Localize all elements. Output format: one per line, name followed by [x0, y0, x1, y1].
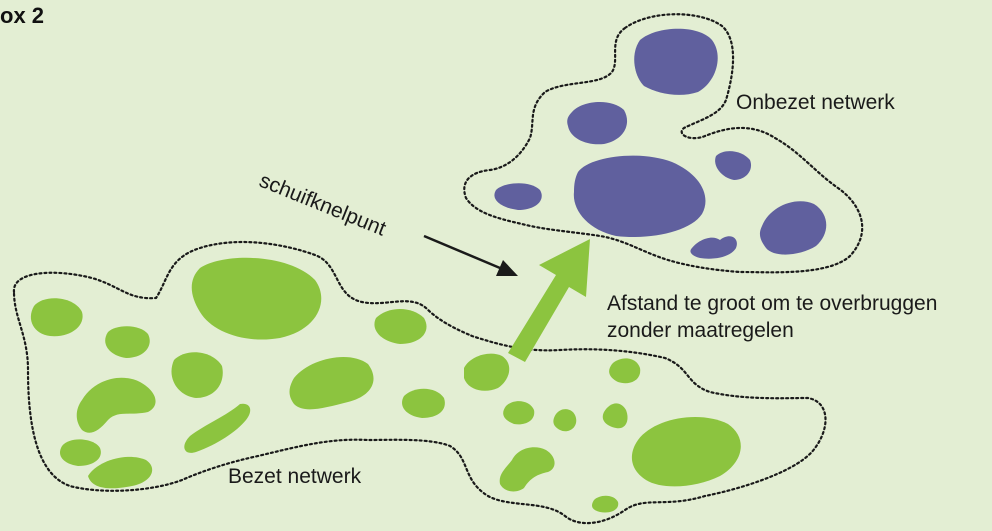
unoccupied-patches: [494, 28, 827, 259]
occupied-patch: [171, 352, 223, 398]
unoccupied-patch: [634, 28, 718, 95]
occupied-patch: [30, 298, 83, 337]
occupied-patch: [602, 403, 628, 429]
occupied-patch: [592, 495, 619, 513]
occupied-patches: [30, 257, 741, 513]
occupied-patch: [59, 439, 101, 466]
distance-label-line2: zonder maatregelen: [607, 319, 794, 342]
distance-label-line1: Afstand te groot om te overbruggen: [607, 292, 938, 315]
occupied-patch: [402, 388, 445, 418]
occupied-patch: [105, 326, 150, 358]
occupied-patch: [631, 417, 741, 487]
bridging-arrow: [508, 239, 590, 362]
occupied-patch: [76, 377, 156, 433]
unoccupied-patch: [567, 101, 628, 145]
occupied-patch: [88, 456, 153, 489]
unoccupied-patch: [573, 155, 706, 238]
occupied-patch: [553, 409, 577, 432]
occupied-patch: [184, 403, 251, 453]
occupied-patch: [609, 358, 641, 384]
occupied-network-outline: [12, 240, 827, 525]
occupied-patch: [503, 401, 535, 425]
occupied-network-label: Bezet netwerk: [228, 465, 362, 488]
unoccupied-patch: [690, 236, 737, 259]
box-title: ox 2: [0, 3, 45, 28]
unoccupied-network-outline: [463, 13, 864, 274]
unoccupied-patch: [715, 151, 752, 180]
unoccupied-patch: [759, 201, 827, 255]
occupied-patch: [374, 309, 427, 344]
unoccupied-network-label: Onbezet netwerk: [736, 91, 895, 114]
pointer-arrow-line: [423, 234, 501, 270]
occupied-patch: [499, 447, 555, 492]
pointer-arrow-head: [496, 260, 518, 276]
occupied-patch: [464, 353, 510, 391]
occupied-patch: [191, 257, 322, 340]
occupied-patch: [289, 356, 374, 410]
unoccupied-patch: [494, 183, 542, 210]
